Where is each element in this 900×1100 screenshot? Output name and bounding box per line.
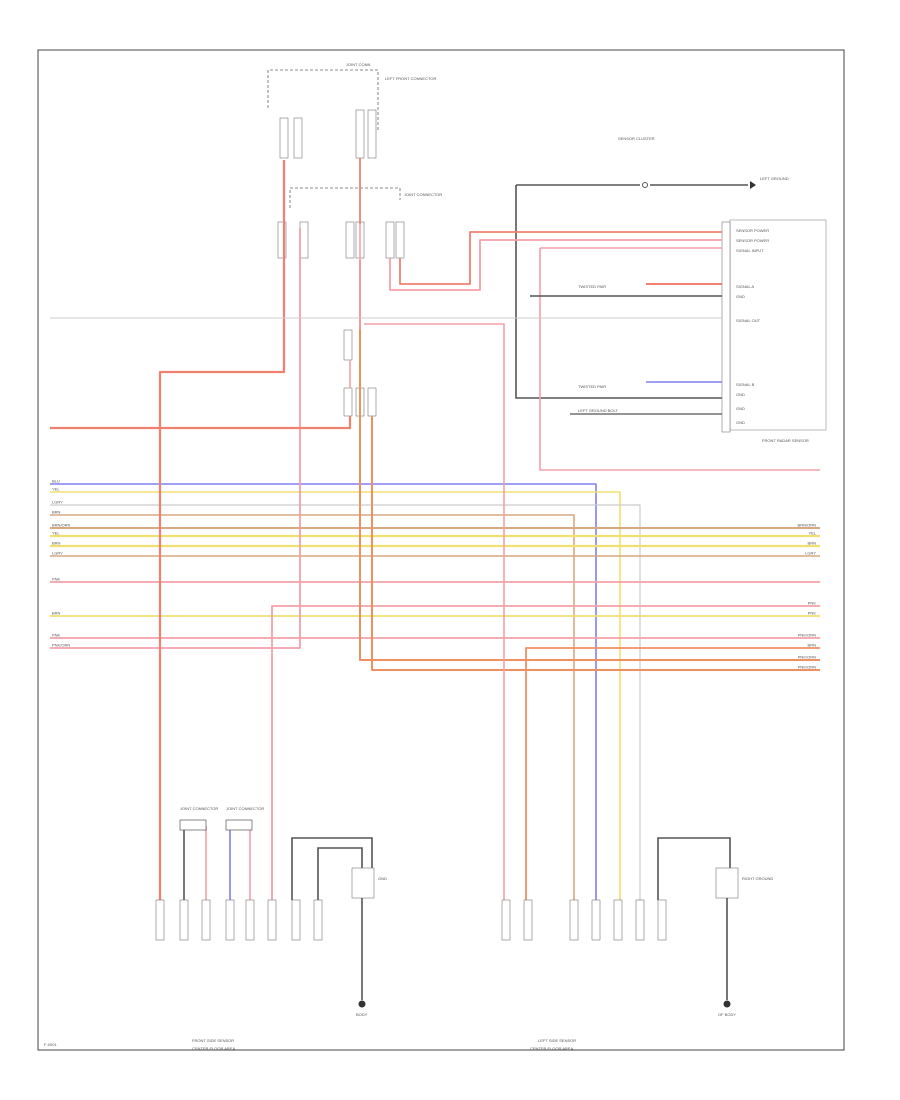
wire-16 [371,416,820,671]
module-pin-7: SIGNAL B [736,382,755,387]
right-module-label: FRONT RADAR SENSOR [762,438,809,443]
left-sensor-ground-label: LEFT GROUND [760,176,789,181]
module-pin-10: GND [736,420,745,425]
wire-15 [359,260,820,661]
left-joint-label: JOINT CONNECTOR [180,806,218,811]
module-pin-1: SENSOR POWER [736,228,769,233]
harness-label: BRN [52,510,61,515]
left-ground-bottom-sublabel: BODY [356,1012,368,1017]
bottom-left-sensor: JOINT CONNECTOR JOINT CONNECTOR FRONT SI… [155,806,323,1051]
wire-25 [364,323,505,900]
harness-label: BLU [52,479,60,484]
wire-1 [50,483,597,900]
twisted-pair-markers: TWISTED PAIR TWISTED PAIR LEFT GROUND BO… [578,284,618,413]
right-ground-symbol: RIGHT GROUND OF BODY [657,837,773,1017]
harness-label: PNK/ORN [798,665,816,670]
harness-label: LGRY [805,551,816,556]
bottom-left-sensor-label: FRONT SIDE SENSOR [192,1038,234,1043]
wires [50,158,820,900]
module-pin-3: SIGNAL INPUT [736,248,764,253]
wire-21 [389,239,722,291]
wire-14 [525,647,820,900]
left-ground-label: LEFT GROUND BOLT [578,408,618,413]
harness-label: BRN [808,643,817,648]
left-ground-symbol: GND BODY [291,837,387,1017]
bottom-left-sensor-sublabel: CENTER FLOOR AREA [192,1046,235,1051]
harness-label: PNK [808,611,817,616]
harness-label: PNK/ORN [798,655,816,660]
wire-17 [50,416,352,430]
harness-labels: BLU YEL LGRY BRN BRN/ORN YEL BRN LGRY BRN/ORN YEL… [52,479,817,670]
wire-26 [539,247,820,471]
module-pin-5: GND [736,294,745,299]
harness-label: LGRY [52,551,63,556]
top-connector-label: JOINT CONN [346,62,370,67]
right-ground-label: RIGHT GROUND [742,876,773,881]
harness-label: YEL [808,531,816,536]
harness-label: BRN/ORN [52,523,71,528]
harness-label: YEL [52,487,60,492]
top-connector: JOINT CONN LEFT FRONT CONNECTOR [267,62,436,159]
module-pin-9: GND [736,406,745,411]
harness-label: YEL [52,531,60,536]
right-module: SENSOR POWER SENSOR POWER SIGNAL INPUT S… [721,219,827,443]
harness-label: BRN [52,541,61,546]
harness-label: LGRY [52,500,63,505]
mid-joint-label: JOINT CONNECTOR [226,806,264,811]
mid-connector-label: JOINT CONNECTOR [404,192,442,197]
top-connector-note: LEFT FRONT CONNECTOR [385,76,436,81]
twisted-pair-label-2: TWISTED PAIR [578,384,606,389]
harness-label: PNK/ORN [52,643,70,648]
sensor-cluster: SENSOR CLUSTER LEFT GROUND [515,136,789,399]
harness-label: BRN [808,541,817,546]
module-pin-6: SIGNAL OUT [736,318,761,323]
wire-4 [50,514,575,900]
twisted-pair-label-1: TWISTED PAIR [578,284,606,289]
module-pin-8: GND [736,392,745,397]
harness-label: BRN [52,611,61,616]
wire-2 [50,491,621,900]
footer-code: F-0001 [44,1042,57,1047]
harness-label: PNK [52,577,61,582]
sensor-cluster-label: SENSOR CLUSTER [618,136,655,141]
diagram-frame [37,49,845,1051]
harness-label: PNK [52,633,61,638]
harness-label: BRN/ORN [798,523,817,528]
bottom-mid-sensor-sublabel: CENTER FLOOR AREA [530,1046,573,1051]
right-ground-sublabel: OF BODY [718,1012,736,1017]
bottom-mid-sensor: LEFT SIDE SENSOR CENTER FLOOR AREA [501,899,667,1051]
harness-label: PNK/ORN [798,633,816,638]
left-ground-bottom-label: GND [378,876,387,881]
wire-3 [50,504,641,900]
wire-13 [271,605,820,900]
bottom-mid-sensor-label: LEFT SIDE SENSOR [538,1038,576,1043]
wire-22 [399,231,722,285]
harness-label: PNK [808,601,817,606]
module-pin-2: SENSOR POWER [736,238,769,243]
module-pin-4: SIGNAL A [736,284,754,289]
wire-18 [158,160,286,900]
wire-12 [50,228,301,649]
